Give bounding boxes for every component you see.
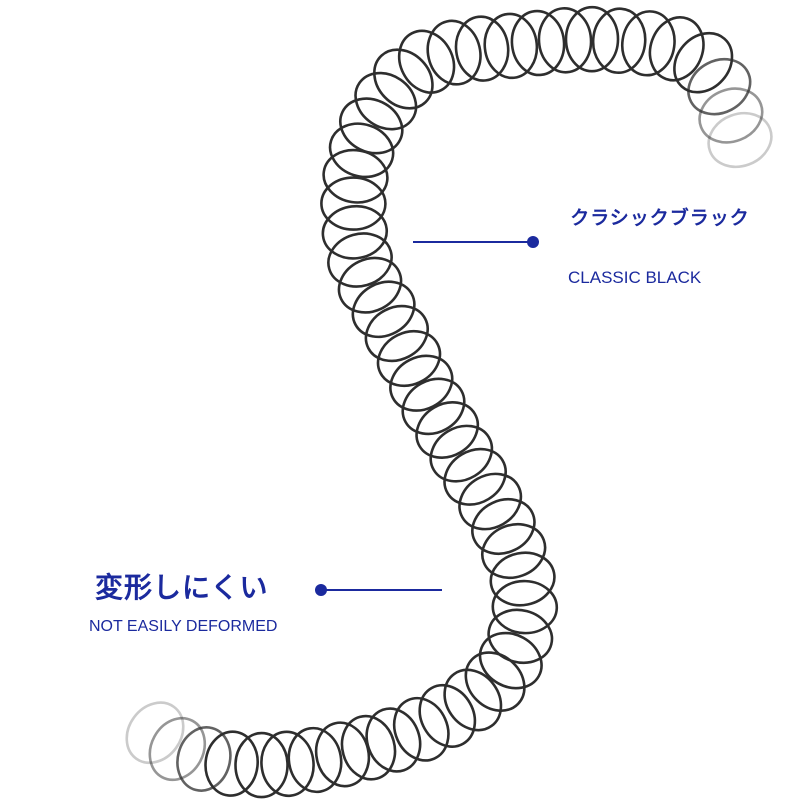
ring bbox=[376, 329, 442, 388]
ring bbox=[260, 730, 315, 798]
ring bbox=[354, 71, 418, 131]
ring bbox=[234, 731, 289, 799]
ring bbox=[564, 5, 620, 73]
ring bbox=[673, 31, 734, 94]
ring bbox=[591, 7, 647, 74]
ring bbox=[620, 10, 676, 77]
ring bbox=[364, 304, 429, 363]
ring bbox=[464, 651, 526, 712]
ring bbox=[328, 122, 395, 179]
ring bbox=[429, 424, 494, 483]
ring bbox=[483, 12, 539, 80]
ring bbox=[491, 579, 559, 635]
callout-top-subtitle: CLASSIC BLACK bbox=[568, 268, 702, 287]
rings-group bbox=[125, 5, 773, 799]
ring bbox=[707, 111, 773, 169]
ring bbox=[418, 683, 477, 748]
ring bbox=[458, 472, 523, 531]
ring bbox=[287, 726, 343, 794]
ring bbox=[339, 97, 404, 155]
ring bbox=[389, 354, 454, 412]
ring bbox=[320, 176, 387, 231]
ring bbox=[489, 551, 556, 607]
ring bbox=[426, 19, 482, 86]
ring bbox=[337, 256, 403, 314]
ring bbox=[443, 668, 503, 732]
ring bbox=[204, 730, 259, 797]
callout-top-title: クラシックブラック bbox=[570, 207, 750, 229]
ring bbox=[415, 401, 480, 459]
ring bbox=[327, 232, 393, 288]
callout-bottom-subtitle: NOT EASILY DEFORMED bbox=[89, 618, 278, 635]
callout-bottom-title: 変形しにくい bbox=[95, 571, 269, 604]
ring bbox=[698, 87, 764, 144]
callout-top-dot bbox=[527, 236, 539, 248]
ring bbox=[537, 7, 593, 74]
callout-bottom-dot bbox=[315, 584, 327, 596]
ring bbox=[392, 696, 450, 762]
ring bbox=[487, 608, 554, 665]
ring bbox=[454, 15, 510, 82]
ring bbox=[148, 716, 207, 782]
ring bbox=[321, 204, 389, 260]
ring bbox=[351, 280, 416, 339]
ring bbox=[314, 721, 371, 788]
ring bbox=[481, 522, 547, 580]
ring bbox=[687, 57, 752, 116]
ring bbox=[340, 714, 397, 781]
ring bbox=[176, 726, 232, 792]
ring bbox=[478, 631, 543, 690]
ring bbox=[648, 16, 705, 82]
ring bbox=[322, 148, 389, 204]
ring bbox=[125, 701, 185, 765]
ring bbox=[443, 447, 507, 506]
ring bbox=[471, 497, 536, 556]
ring bbox=[373, 48, 434, 110]
ring bbox=[397, 29, 456, 94]
ring bbox=[510, 9, 566, 77]
ring bbox=[401, 377, 466, 436]
